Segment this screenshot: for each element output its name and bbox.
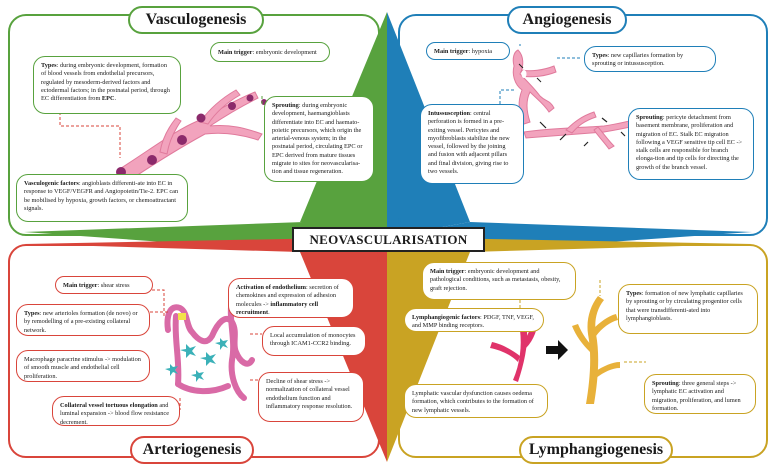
arteriogenesis-types-box: Types: new arterioles formation (de novo…	[16, 304, 150, 336]
vasculogenesis-types-box: Types: during embryonic development, for…	[33, 56, 181, 114]
sprouting-text: : three general steps -> lymphatic EC ac…	[652, 380, 741, 412]
macrophage-box: Macrophage paracrine stimulus -> modulat…	[16, 350, 150, 382]
factors-label: Vasculogenic factors	[24, 180, 79, 187]
types-text: : new capillaries formation by sprouting…	[592, 52, 684, 68]
monocytes-text: Local accumulation of monocytes through …	[270, 332, 356, 348]
trigger-label: Main trigger	[63, 282, 98, 289]
arrow-icon	[546, 340, 568, 360]
trigger-text: : embryonic development and pathological…	[430, 268, 561, 292]
trigger-label: Main trigger	[218, 49, 253, 56]
monocytes-box: Local accumulation of monocytes through …	[262, 326, 366, 356]
decline-text: Decline of shear stress -> normalization…	[266, 378, 353, 410]
types-text: : formation of new lymphatic capillaries…	[626, 290, 743, 322]
epc-label: EPC	[101, 95, 115, 103]
vasculogenesis-title: Vasculogenesis	[128, 6, 264, 34]
arteriogenesis-title: Arteriogenesis	[130, 436, 254, 464]
types-text: : new arterioles formation (de novo) or …	[24, 310, 138, 334]
tortuous-label: Collateral vessel tortuous elongation	[60, 402, 158, 409]
types-label: Types	[41, 62, 57, 69]
lymphangiogenesis-title: Lymphangiogenesis	[519, 436, 673, 464]
vasculogenesis-trigger-box: Main trigger: embryonic development	[210, 42, 330, 62]
types-label: Types	[626, 290, 642, 297]
sprouting-label: Sprouting	[272, 102, 299, 109]
sprouting-label: Sprouting	[652, 380, 679, 387]
shear-stress-decline-box: Decline of shear stress -> normalization…	[258, 372, 364, 422]
arteriogenesis-trigger-box: Main trigger: shear stress	[55, 276, 153, 294]
factors-label: Lymphangiogenic factors	[412, 314, 481, 321]
lymphangiogenic-factors-box: Lymphangiogenic factors: PDGF, TNF, VEGF…	[404, 308, 544, 332]
lymphangiogenesis-types-box: Types: formation of new lymphatic capill…	[618, 284, 758, 334]
factors-text: : angioblasts differenti-ate into EC in …	[24, 180, 179, 212]
lymphangiogenesis-trigger-box: Main trigger: embryonic development and …	[422, 262, 576, 300]
vasculogenesis-vessel-illustration	[116, 89, 267, 181]
types-label: Types	[24, 310, 40, 317]
trigger-label: Main trigger	[434, 48, 469, 55]
intussusception-text: : central perforation is formed in a pre…	[428, 110, 510, 176]
angiogenesis-title: Angiogenesis	[507, 6, 627, 34]
trigger-label: Main trigger	[430, 268, 465, 275]
endothelium-activation-box: Activation of endothelium: secretion of …	[228, 278, 354, 318]
macrophage-text: Macrophage paracrine stimulus -> modulat…	[24, 356, 141, 380]
lymphangiogenesis-sprouting-box: Sprouting: three general steps -> lympha…	[644, 374, 756, 414]
vasculogenic-factors-box: Vasculogenic factors: angioblasts differ…	[16, 174, 188, 222]
vasculogenesis-sprouting-box: Sprouting: during embryonic development,…	[264, 96, 374, 182]
tortuous-text: and luminal expansion -> blood flow resi…	[60, 402, 169, 426]
angiogenesis-sprouting-box: Sprouting: pericyte detachment from base…	[628, 108, 754, 180]
trigger-text: : embryonic development	[252, 49, 317, 56]
intussusception-label: Intussusception	[428, 110, 470, 117]
trigger-text: : hypoxia	[468, 48, 493, 55]
intussusception-vessel-illustration	[512, 49, 557, 125]
activation-bold: inflammatory cell recruitment	[236, 300, 319, 316]
intussusception-box: Intussusception: central perforation is …	[420, 104, 524, 184]
factors-text: : PDGF, TNF, VEGF, and MMP binding recep…	[412, 314, 534, 330]
activation-end: .	[268, 308, 270, 316]
dysfunction-text: Lymphatic vascular dysfunction causes oe…	[412, 390, 534, 414]
neovascularisation-title: NEOVASCULARISATION	[292, 227, 485, 252]
angiogenesis-types-box: Types: new capillaries formation by spro…	[584, 46, 716, 72]
activation-text: : secretion of chemokines and expression…	[236, 284, 339, 308]
sprouting-text: : during embryonic development, haemangi…	[272, 102, 363, 176]
arteriogenesis-vessel-illustration	[164, 297, 255, 401]
lymphatic-vessel-illustration	[490, 296, 620, 404]
types-label: Types	[592, 52, 608, 59]
angiogenesis-trigger-box: Main trigger: hypoxia	[426, 42, 510, 60]
lymphatic-dysfunction-box: Lymphatic vascular dysfunction causes oe…	[404, 384, 548, 418]
types-end: .	[114, 95, 117, 103]
tortuous-elongation-box: Collateral vessel tortuous elongation an…	[52, 396, 180, 426]
sprouting-text: : pericyte detachment from basement memb…	[636, 114, 743, 171]
types-text: : during embryonic development, formatio…	[41, 62, 170, 103]
activation-label: Activation of endothelium	[236, 284, 306, 291]
sprouting-label: Sprouting	[636, 114, 663, 121]
trigger-text: : shear stress	[97, 282, 130, 289]
